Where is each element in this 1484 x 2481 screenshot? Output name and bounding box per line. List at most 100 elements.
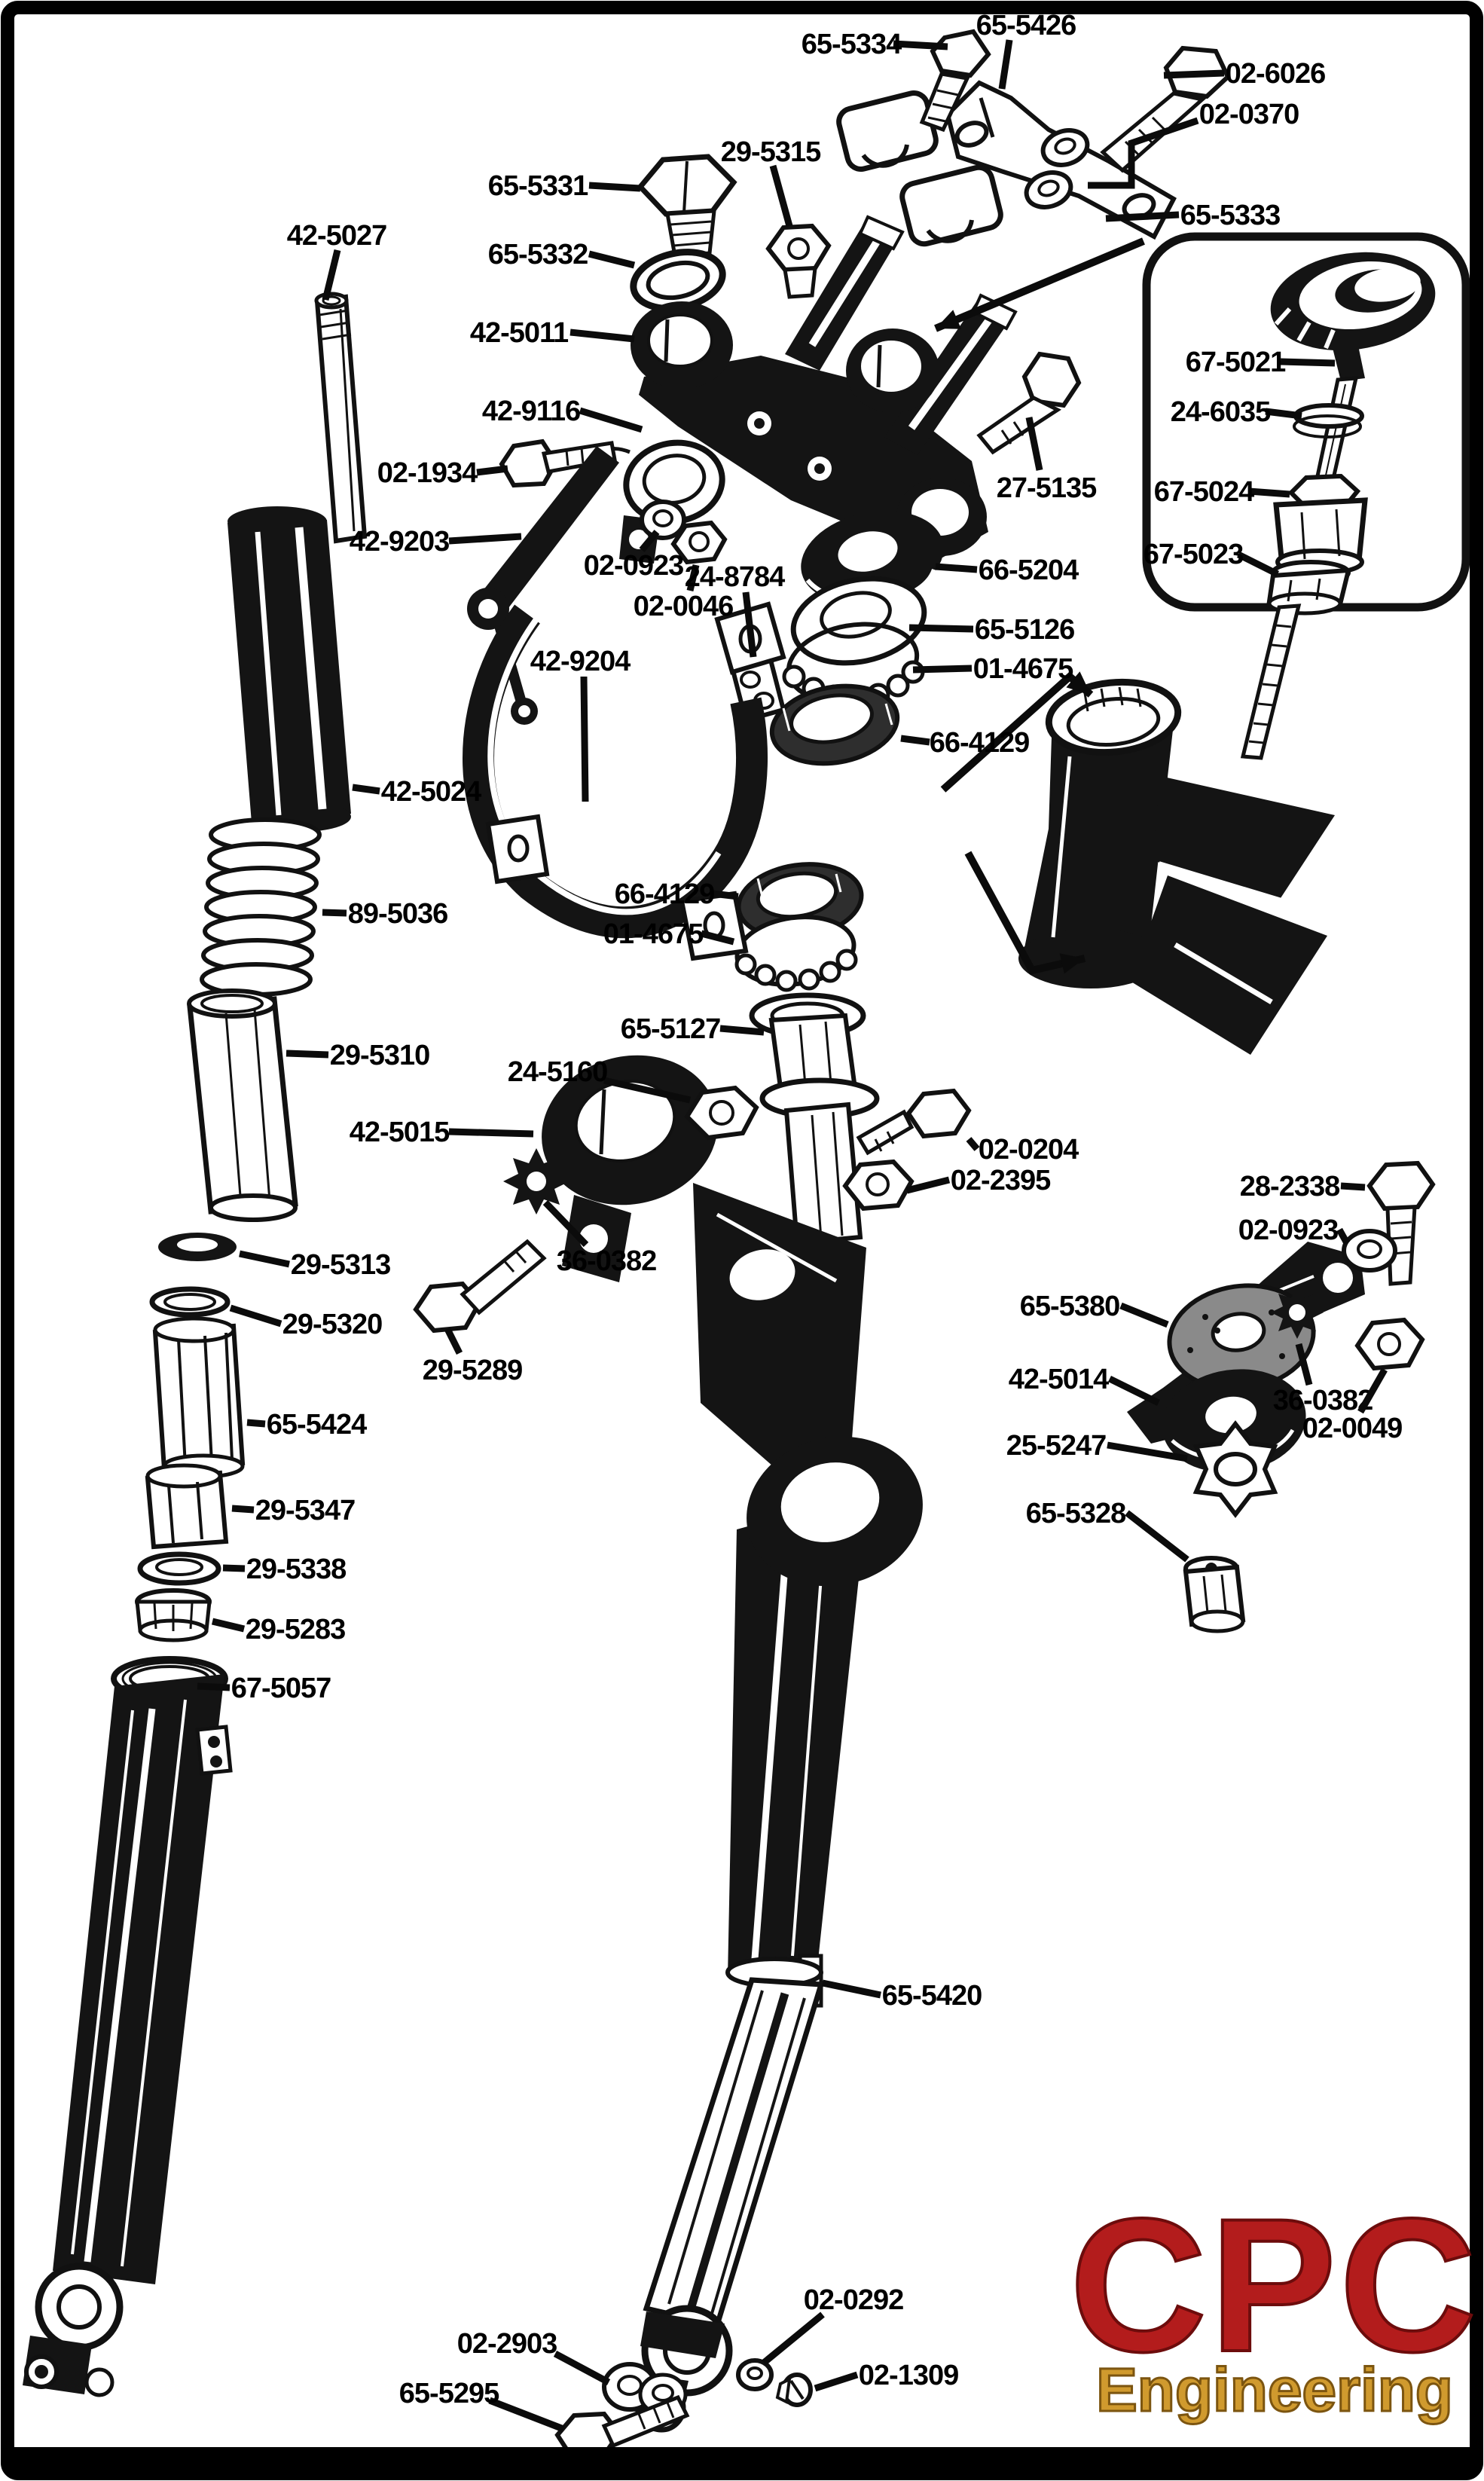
part-number-label: 67-5024 bbox=[1154, 476, 1254, 508]
arm-bolt-drawing bbox=[1366, 1160, 1436, 1286]
fork-stanchion-tube-drawing bbox=[314, 292, 368, 544]
bush-sleeve-drawing bbox=[152, 1316, 246, 1479]
part-number-label: 29-5347 bbox=[255, 1495, 355, 1526]
small-washer-drawing bbox=[736, 2358, 774, 2391]
part-label: 66-4129 bbox=[900, 727, 1030, 759]
bearing-dust-cover-drawing bbox=[801, 511, 944, 605]
part-label: 36-0382 bbox=[1273, 1343, 1373, 1416]
fork-upper-tube-drawing bbox=[187, 988, 298, 1222]
fork-dust-shroud-drawing bbox=[227, 506, 351, 832]
part-label: 02-0204 bbox=[966, 1134, 1079, 1166]
part-number-label: 42-5011 bbox=[470, 317, 569, 349]
cpc-logo: CPC Engineering bbox=[1068, 2178, 1478, 2426]
part-label: 65-5331 bbox=[488, 170, 641, 202]
part-label: 01-4675 bbox=[912, 653, 1074, 685]
part-number-label: 01-4675 bbox=[603, 918, 704, 950]
dust-excluder-ring-drawing bbox=[158, 1233, 237, 1261]
part-label: 65-5127 bbox=[621, 1013, 765, 1045]
part-label: 65-5126 bbox=[908, 614, 1075, 646]
part-number-label: 02-2395 bbox=[951, 1165, 1051, 1196]
part-number-label: 27-5135 bbox=[997, 472, 1097, 504]
part-number-label: 24-8784 bbox=[685, 561, 785, 593]
part-number-label: 01-4675 bbox=[973, 653, 1073, 685]
part-label: 65-5295 bbox=[399, 2378, 565, 2433]
small-screw-drawing bbox=[775, 2373, 813, 2407]
part-number-label: 65-5331 bbox=[488, 170, 588, 202]
fork-slider-left-drawing bbox=[23, 1656, 233, 2397]
part-number-label: 65-5333 bbox=[1180, 200, 1280, 231]
axle-washers-drawing bbox=[602, 2362, 688, 2416]
part-number-label: 65-5426 bbox=[976, 10, 1076, 41]
part-number-label: 25-5247 bbox=[1006, 1430, 1106, 1462]
part-number-label: 24-6035 bbox=[1171, 396, 1271, 428]
cpc-logo-subtext: Engineering bbox=[1096, 2356, 1453, 2424]
clamp-saddle-upper-drawing bbox=[836, 90, 939, 172]
part-label: 42-5015 bbox=[350, 1117, 534, 1148]
part-label: 65-5380 bbox=[1020, 1291, 1169, 1328]
part-number-label: 66-4129 bbox=[930, 727, 1029, 759]
part-number-label: 02-2903 bbox=[457, 2328, 557, 2360]
star-plate-drawing bbox=[1192, 1420, 1278, 1518]
part-number-label: 02-6026 bbox=[1226, 58, 1325, 90]
part-number-label: 65-5127 bbox=[621, 1013, 720, 1045]
part-label: 65-5426 bbox=[976, 10, 1076, 90]
part-number-label: 65-5420 bbox=[882, 1980, 982, 2012]
part-label: 65-5333 bbox=[1105, 200, 1281, 231]
fork-top-bolt-drawing bbox=[637, 154, 737, 258]
reference-arrows bbox=[934, 237, 1145, 975]
bearing-cone-drawing bbox=[790, 576, 927, 666]
collar-nut-drawing bbox=[135, 1588, 212, 1642]
part-label: 25-5247 bbox=[1006, 1430, 1188, 1462]
stem-clamp-ring-drawing bbox=[597, 439, 725, 564]
part-label: 02-0049 bbox=[1302, 1367, 1403, 1444]
damper-washer-drawing bbox=[1293, 403, 1364, 438]
part-label: 42-9116 bbox=[482, 396, 643, 433]
arm-nut-drawing bbox=[1354, 1317, 1425, 1371]
lower-bush-drawing bbox=[145, 1463, 229, 1550]
part-number-label: 02-1309 bbox=[859, 2360, 958, 2391]
part-number-label: 24-5160 bbox=[508, 1056, 607, 1088]
part-number-label: 02-0049 bbox=[1302, 1413, 1402, 1444]
clamp-nut-drawing bbox=[684, 1085, 759, 1141]
star-washer-drawing bbox=[503, 1148, 569, 1215]
sealing-washer-drawing bbox=[137, 1551, 221, 1586]
part-labels: 65-533465-542602-602602-037065-533329-53… bbox=[197, 10, 1403, 2433]
part-label: 42-9203 bbox=[350, 526, 522, 558]
part-label: 29-5315 bbox=[721, 136, 822, 228]
stem-nut-drawing bbox=[765, 223, 832, 299]
fork-shroud-right-drawing bbox=[728, 1493, 868, 2008]
part-label: 67-5057 bbox=[197, 1673, 331, 1704]
star-washer-small-drawing bbox=[1271, 1286, 1324, 1339]
part-number-label: 28-2338 bbox=[1240, 1171, 1339, 1202]
part-number-label: 02-0204 bbox=[979, 1134, 1079, 1166]
clamp-bolt-drawing bbox=[976, 351, 1082, 455]
part-number-label: 65-5295 bbox=[399, 2378, 499, 2409]
part-number-label: 02-0046 bbox=[634, 591, 733, 622]
part-label: 42-5014 bbox=[1009, 1364, 1160, 1407]
part-label: 42-9204 bbox=[530, 646, 631, 802]
part-label: 02-0923 bbox=[584, 530, 684, 582]
part-label: 29-5283 bbox=[211, 1614, 346, 1645]
part-number-label: 66-5204 bbox=[979, 555, 1079, 586]
part-label: 02-6026 bbox=[1163, 58, 1326, 90]
part-label: 29-5347 bbox=[231, 1495, 356, 1526]
bracket-washers-drawing bbox=[1024, 128, 1090, 209]
part-label: 01-4675 bbox=[603, 918, 735, 950]
fork-slider-right-drawing bbox=[631, 1957, 825, 2433]
reference-arrow bbox=[964, 851, 1086, 975]
reference-arrow bbox=[940, 671, 1094, 793]
part-label: 67-5024 bbox=[1154, 476, 1290, 508]
part-label: 24-6035 bbox=[1171, 396, 1302, 428]
part-label: 42-5024 bbox=[352, 776, 482, 808]
part-number-label: 67-5057 bbox=[231, 1673, 331, 1704]
part-number-label: 65-5328 bbox=[1026, 1498, 1125, 1529]
part-number-label: 36-0382 bbox=[557, 1245, 656, 1277]
part-label: 02-2903 bbox=[457, 2328, 611, 2385]
part-label: 42-5027 bbox=[287, 220, 387, 301]
damper-threaded-rod-drawing bbox=[1240, 603, 1302, 760]
part-number-label: 29-5338 bbox=[246, 1554, 346, 1585]
part-label: 29-5338 bbox=[222, 1554, 347, 1585]
damper-sleeve-drawing bbox=[1266, 560, 1351, 616]
pivot-bush-drawing bbox=[1183, 1556, 1246, 1633]
